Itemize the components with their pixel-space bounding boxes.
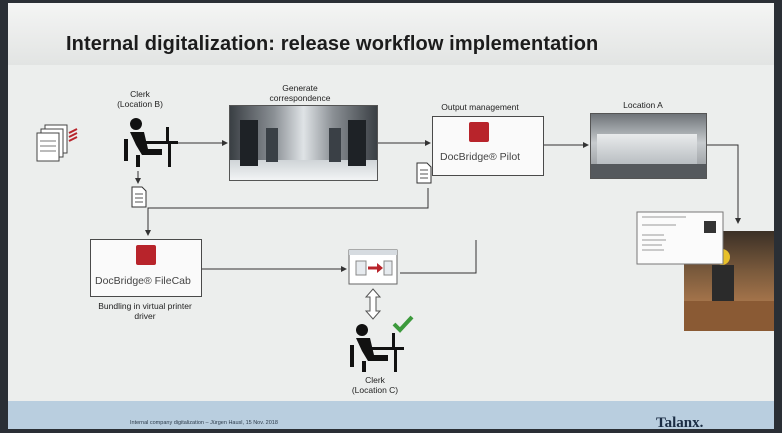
presentation-slide: Internal digitalization: release workflo… bbox=[8, 3, 774, 429]
letter-icon bbox=[636, 211, 724, 265]
slide-footer bbox=[8, 401, 774, 429]
docbridge-logo-icon bbox=[136, 245, 156, 265]
document-icon bbox=[416, 162, 432, 184]
output-management-label: Output management bbox=[441, 102, 519, 112]
slide-title: Internal digitalization: release workflo… bbox=[66, 33, 599, 55]
docbridge-logo-icon bbox=[469, 122, 489, 142]
bundling-label: Bundling in virtual printer driver bbox=[98, 301, 192, 321]
clerk-c-label: Clerk (Location C) bbox=[351, 375, 399, 395]
docbridge-pilot-label: DocBridge® Pilot bbox=[440, 151, 521, 163]
arrow-location-a-to-letter bbox=[705, 144, 741, 224]
arrow-pilot-to-filecab bbox=[145, 188, 429, 236]
clerk-at-desk-icon bbox=[350, 324, 404, 372]
bidirectional-arrow-icon bbox=[365, 288, 381, 320]
slide-header bbox=[8, 3, 774, 65]
line-screen-up bbox=[400, 240, 477, 274]
stacked-documents-icon bbox=[36, 124, 78, 162]
workflow-screen-icon bbox=[348, 249, 398, 285]
generate-correspondence-label: Generate correspondence bbox=[269, 83, 331, 103]
document-icon bbox=[131, 186, 147, 208]
docbridge-filecab-label: DocBridge® FileCab bbox=[95, 275, 191, 287]
talanx-logo: Talanx. bbox=[656, 415, 704, 429]
flow-connectors bbox=[135, 140, 741, 274]
location-a-label: Location A bbox=[623, 100, 663, 110]
clerk-at-desk-icon bbox=[124, 118, 178, 167]
printing-machine-photo bbox=[590, 113, 707, 179]
clerk-b-label: Clerk (Location B) bbox=[117, 89, 163, 109]
footer-text: Internal company digitalization – Jürgen… bbox=[130, 420, 278, 426]
checkmark-icon bbox=[392, 315, 414, 333]
server-room-photo bbox=[229, 105, 378, 181]
